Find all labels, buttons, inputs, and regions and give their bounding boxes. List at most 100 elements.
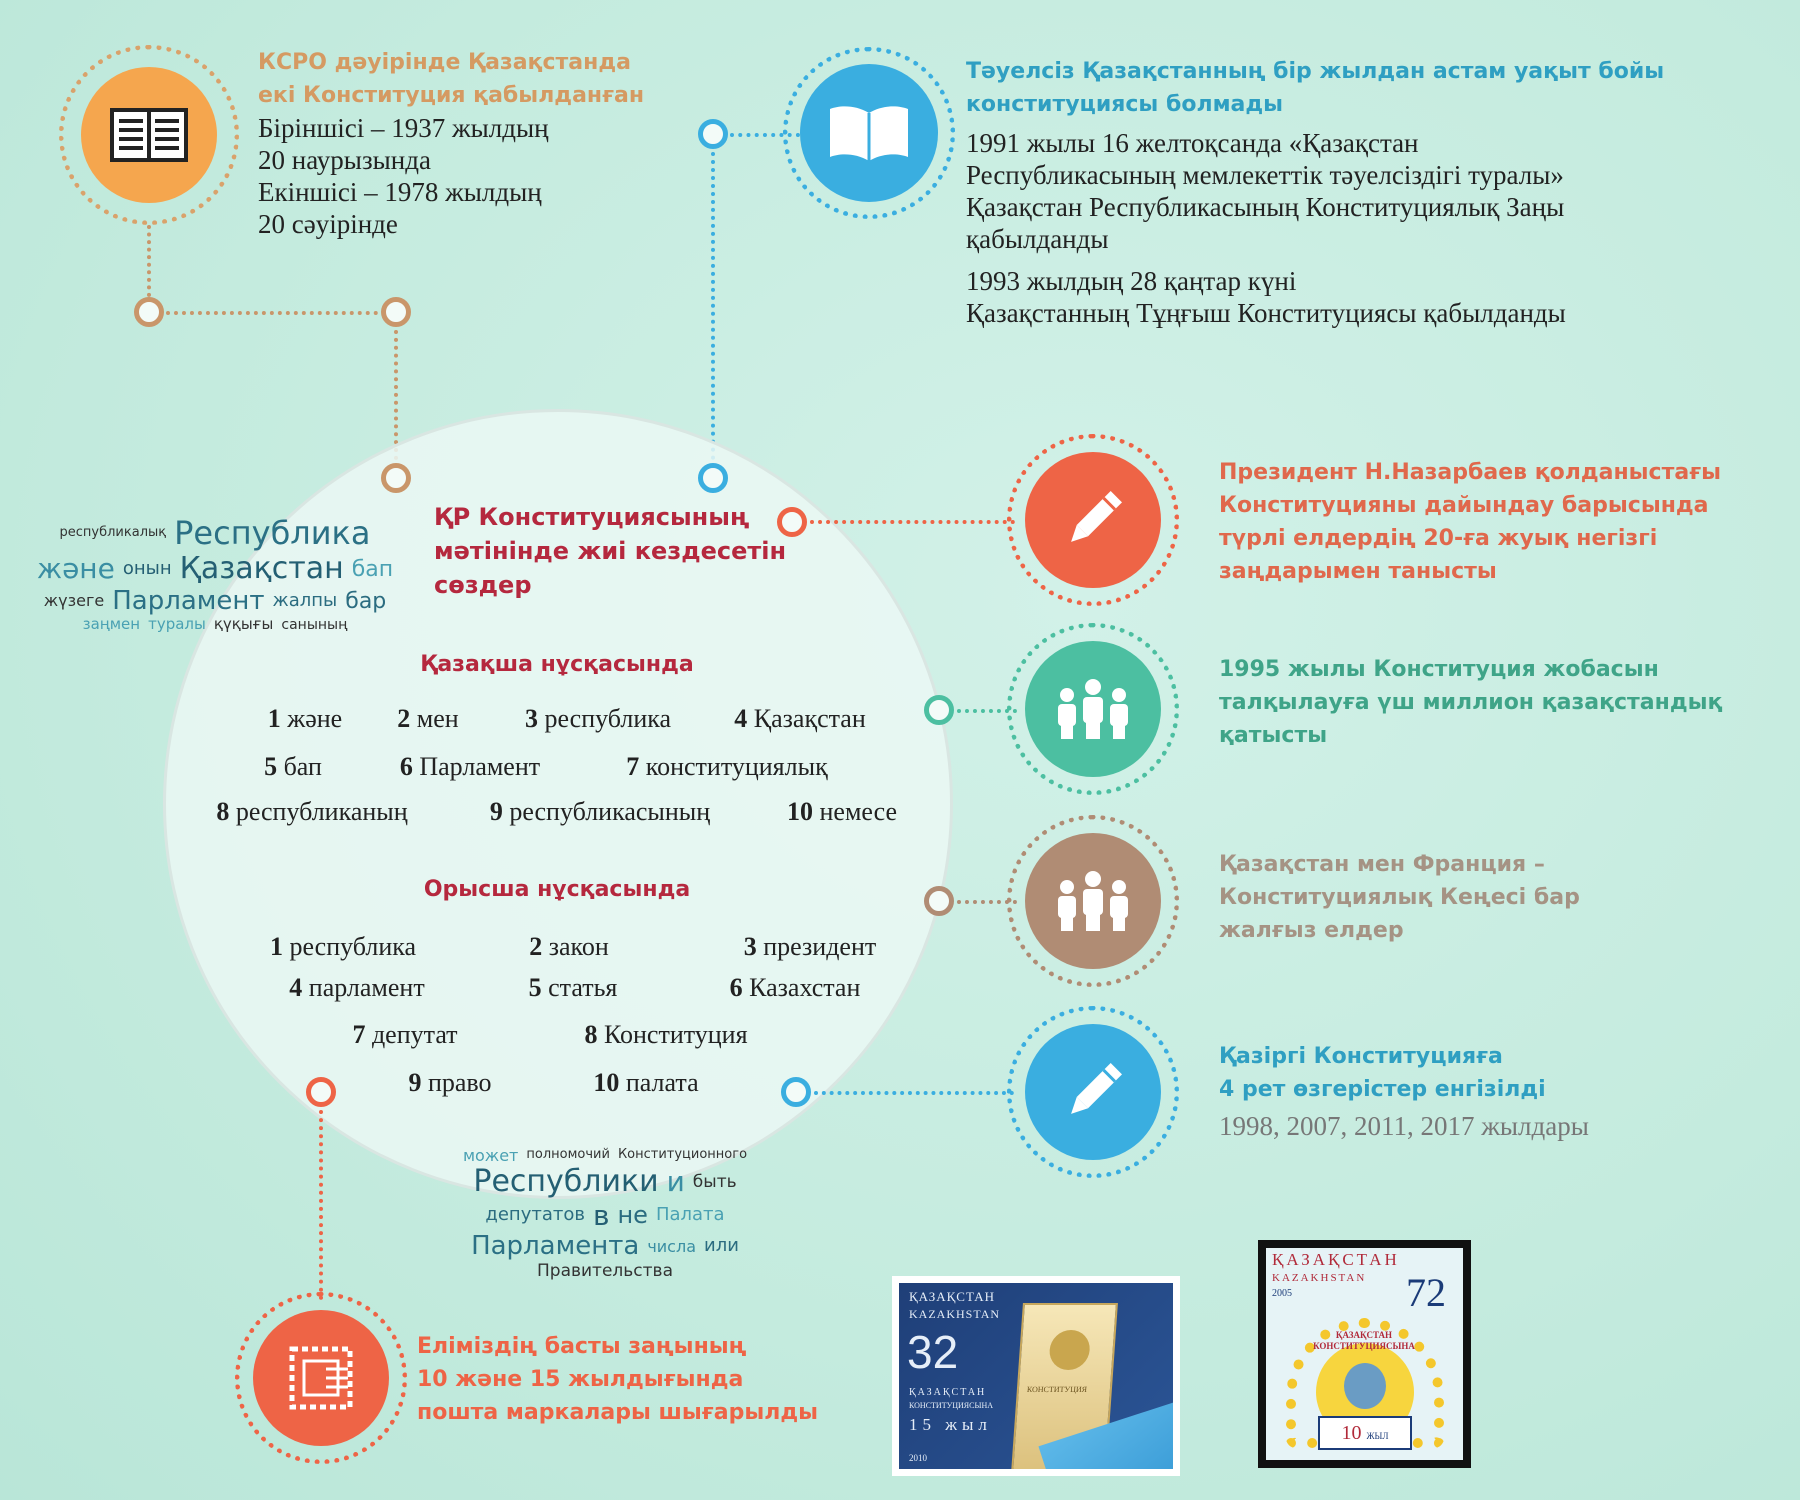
cloud-word: числа [647,1236,696,1256]
fact-line: заңдарымен танысты [1219,559,1497,584]
stamps-line: Еліміздің басты заңының [417,1334,747,1359]
fact-block: 1995 жылы Конституция жобасын талқылауға … [1219,653,1722,752]
stamp-country-latin: KAZAKHSTAN [1272,1272,1367,1284]
frequent-word: 1 және [268,704,342,734]
fact-block: Қазіргі Конституцияға 4 рет өзгерістер ен… [1219,1040,1589,1142]
fact-line: қатысты [1219,723,1328,748]
stamp-country: ҚАЗАҚСТАН [1272,1250,1400,1269]
word-rank: 7 [352,1020,366,1049]
cloud-word: туралы [148,615,206,634]
timeline-node [698,119,728,149]
connector [394,330,398,460]
word-rank: 5 [264,752,278,781]
wordcloud-kazakh: республикалық Республика және онын Қазақ… [20,462,410,687]
connector [711,152,715,460]
independence-line: 1991 жылы 16 желтоқсанда «Қазақстан [966,128,1419,158]
independence-title: Тәуелсіз Қазақстанның бір жылдан астам у… [966,59,1665,84]
word-rank: 2 [397,704,411,733]
frequent-word: 6 Парламент [400,752,540,782]
word-rank: 4 [734,704,748,733]
cloud-word: Правительства [537,1260,673,1281]
icon-ring [59,45,239,225]
word-text: статья [548,973,618,1002]
stamp-country-latin: KAZAKHSTAN [909,1307,1001,1321]
word-rank: 10 [593,1068,620,1097]
word-rank: 10 [787,797,813,826]
independence-line: Қазақстан Республикасының Конституциялық… [966,192,1565,222]
fact-line: Қазіргі Конституцияға [1219,1044,1503,1069]
cloud-word: санының [281,617,348,634]
timeline-node [381,297,411,327]
icon-ring [1007,1006,1179,1178]
timeline-node [781,1077,811,1107]
cloud-word: жүзеге [43,591,105,611]
frequent-word: 10 немесе [787,797,897,827]
cloud-word: Конституционного [617,1147,748,1163]
cloud-word: онын [122,557,172,579]
ussr-line: 20 наурызында [258,145,431,175]
cloud-word: может [462,1145,519,1165]
independence-line: Республикасының мемлекеттік тәуелсіздігі… [966,160,1564,190]
word-text: мен [416,704,459,733]
word-text: закон [548,932,609,961]
icon-ring [235,1292,407,1464]
fact-line: жалғыз елдер [1219,918,1404,943]
stamp-num: 10 [1341,1422,1362,1444]
word-text: право [427,1068,492,1097]
word-rank: 9 [408,1068,422,1097]
frequent-word: 3 президент [744,932,877,962]
word-rank: 5 [528,973,542,1002]
timeline-node [698,463,728,493]
word-rank: 1 [269,932,283,961]
cloud-word: Республики [473,1164,659,1200]
cloud-word: қүқығы [213,615,274,634]
word-text: президент [763,932,877,961]
fact-line: 1995 жылы Конституция жобасын [1219,657,1659,682]
stamp-arc-text: ҚАЗАҚСТАН КОНСТИТУЦИЯСЫНА [1313,1330,1415,1351]
stamp-icon [253,1310,389,1446]
circle-title-line: сөздер [434,571,532,599]
frequent-word: 1 республика [270,932,416,962]
cloud-word: не [617,1200,648,1229]
ussr-line: Екіншісі – 1978 жылдың [258,177,542,207]
stamp-10-years: ҚАЗАҚСТАН KAZAKHSTAN 72 2005 ҚАЗАҚСТАН К… [1258,1240,1471,1468]
fact-line: Конституцияны дайындау барысында [1219,493,1709,518]
ussr-block: КСРО дәуірінде Қазақстанда екі Конституц… [258,46,644,240]
people-icon [1025,641,1161,777]
word-text: республика [289,932,417,961]
stamps-line: пошта маркалары шығарылды [417,1400,819,1425]
word-rank: 7 [626,752,640,781]
timeline-node [306,1077,336,1107]
timeline-node [924,695,954,725]
icon-ring [783,47,955,219]
cloud-word: или [704,1235,739,1257]
cloud-word: республикалық [59,525,167,541]
word-rank: 9 [489,797,503,826]
independence-block: Тәуелсіз Қазақстанның бір жылдан астам у… [966,55,1664,329]
cloud-word: Парламент [112,585,265,616]
connector [957,709,1017,713]
connector [957,900,1017,904]
pencil-icon [1025,452,1161,588]
frequent-word: 5 бап [264,752,322,782]
open-book: 10 ЖЫЛ [1318,1416,1412,1450]
word-text: палата [625,1068,699,1097]
fact-line: Конституциялық Кеңесі бар [1219,885,1580,910]
independence-line: қабылданды [966,224,1109,254]
connector [730,133,800,137]
frequent-word: 6 Казахстан [730,973,861,1003]
frequent-word: 2 мен [397,704,458,734]
frequent-word: 4 Қазақстан [734,704,866,734]
connector [814,1091,1014,1095]
russian-heading: Орысша нұсқасында [423,877,691,902]
timeline-node [381,463,411,493]
fact-line: 4 рет өзгерістер енгізілді [1219,1077,1546,1102]
wordcloud-russian: может полномочий Конституционного Респуб… [430,1114,780,1314]
word-text: бап [283,752,322,781]
frequent-word: 10 палата [593,1068,698,1098]
fact-line: талқылауға үш миллион қазақстандық [1219,690,1723,715]
circle-title-line: мәтінінде жиі кездесетін [434,537,787,565]
cloud-word: Палата [655,1204,725,1226]
word-text: Казахстан [749,973,861,1002]
